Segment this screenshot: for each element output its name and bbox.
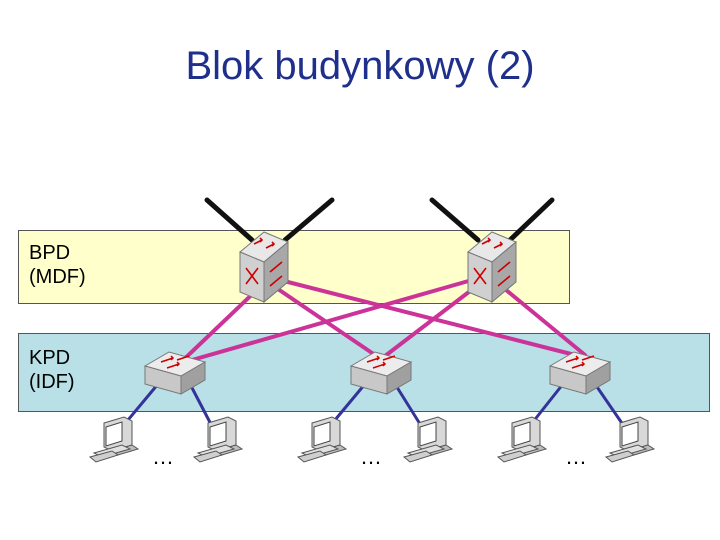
kpd-label-line2: (IDF) — [29, 371, 75, 393]
kpd-label-line1: KPD — [29, 347, 71, 369]
pc-workstation-icon — [497, 416, 547, 463]
pc-workstation-icon — [193, 416, 243, 463]
bpd-label-line1: BPD — [29, 242, 71, 264]
ellipsis-label: … — [565, 444, 587, 469]
ellipsis-label: … — [360, 444, 382, 469]
trunk-lines — [176, 278, 587, 367]
trunk-line — [176, 283, 264, 367]
uplink-line — [282, 197, 335, 243]
pc-workstation-icon — [297, 416, 347, 463]
bpd-label: BPD (MDF) — [29, 241, 86, 289]
uplink-line — [507, 197, 555, 243]
page-title: Blok budynkowy (2) — [185, 44, 535, 88]
pc-workstation-icon — [89, 416, 139, 463]
trunk-line — [278, 278, 577, 357]
uplink-line — [429, 197, 481, 243]
access-lines — [116, 382, 630, 434]
trunk-line — [498, 283, 587, 357]
pc-workstation-icon — [605, 416, 655, 463]
uplink-line — [204, 197, 255, 243]
pc-workstation-icon — [403, 416, 453, 463]
bpd-label-line2: (MDF) — [29, 266, 86, 288]
trunk-line — [383, 283, 480, 358]
trunk-line — [270, 283, 377, 357]
trunk-line — [183, 278, 474, 364]
ellipsis-label: … — [152, 444, 174, 469]
kpd-label: KPD (IDF) — [29, 346, 75, 394]
uplink-lines — [204, 197, 555, 243]
